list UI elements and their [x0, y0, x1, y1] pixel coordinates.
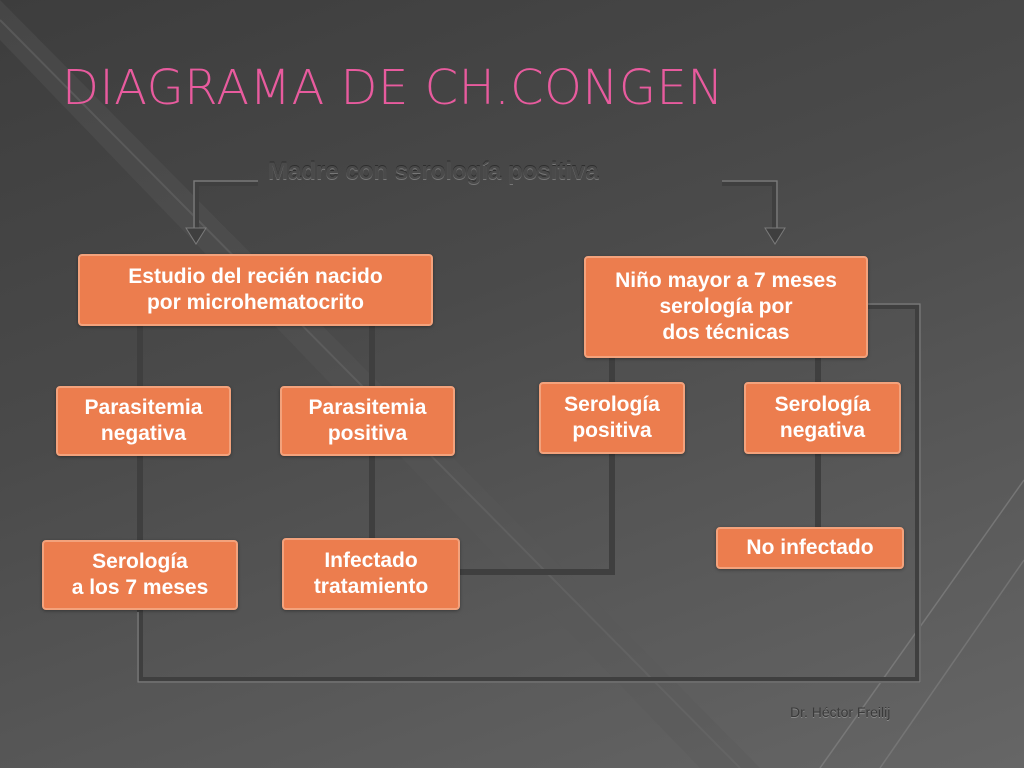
- box-nino-mayor-7-meses: Niño mayor a 7 meses serología por dos t…: [584, 256, 868, 358]
- box-infectado-tratamiento: Infectado tratamiento: [282, 538, 460, 610]
- box-serologia-positiva: Serología positiva: [539, 382, 685, 454]
- box-estudio-recien-nacido: Estudio del recién nacido por microhemat…: [78, 254, 433, 326]
- box-serologia-negativa: Serología negativa: [744, 382, 901, 454]
- author-credit: Dr. Héctor Freilij: [790, 704, 891, 720]
- diagram-root-label: Madre con serología positiva: [268, 158, 599, 185]
- box-serologia-7-meses: Serología a los 7 meses: [42, 540, 238, 610]
- box-no-infectado: No infectado: [716, 527, 904, 569]
- slide-title: DIAGRAMA DE CH.CONGEN: [62, 60, 724, 116]
- box-parasitemia-positiva: Parasitemia positiva: [280, 386, 455, 456]
- box-parasitemia-negativa: Parasitemia negativa: [56, 386, 231, 456]
